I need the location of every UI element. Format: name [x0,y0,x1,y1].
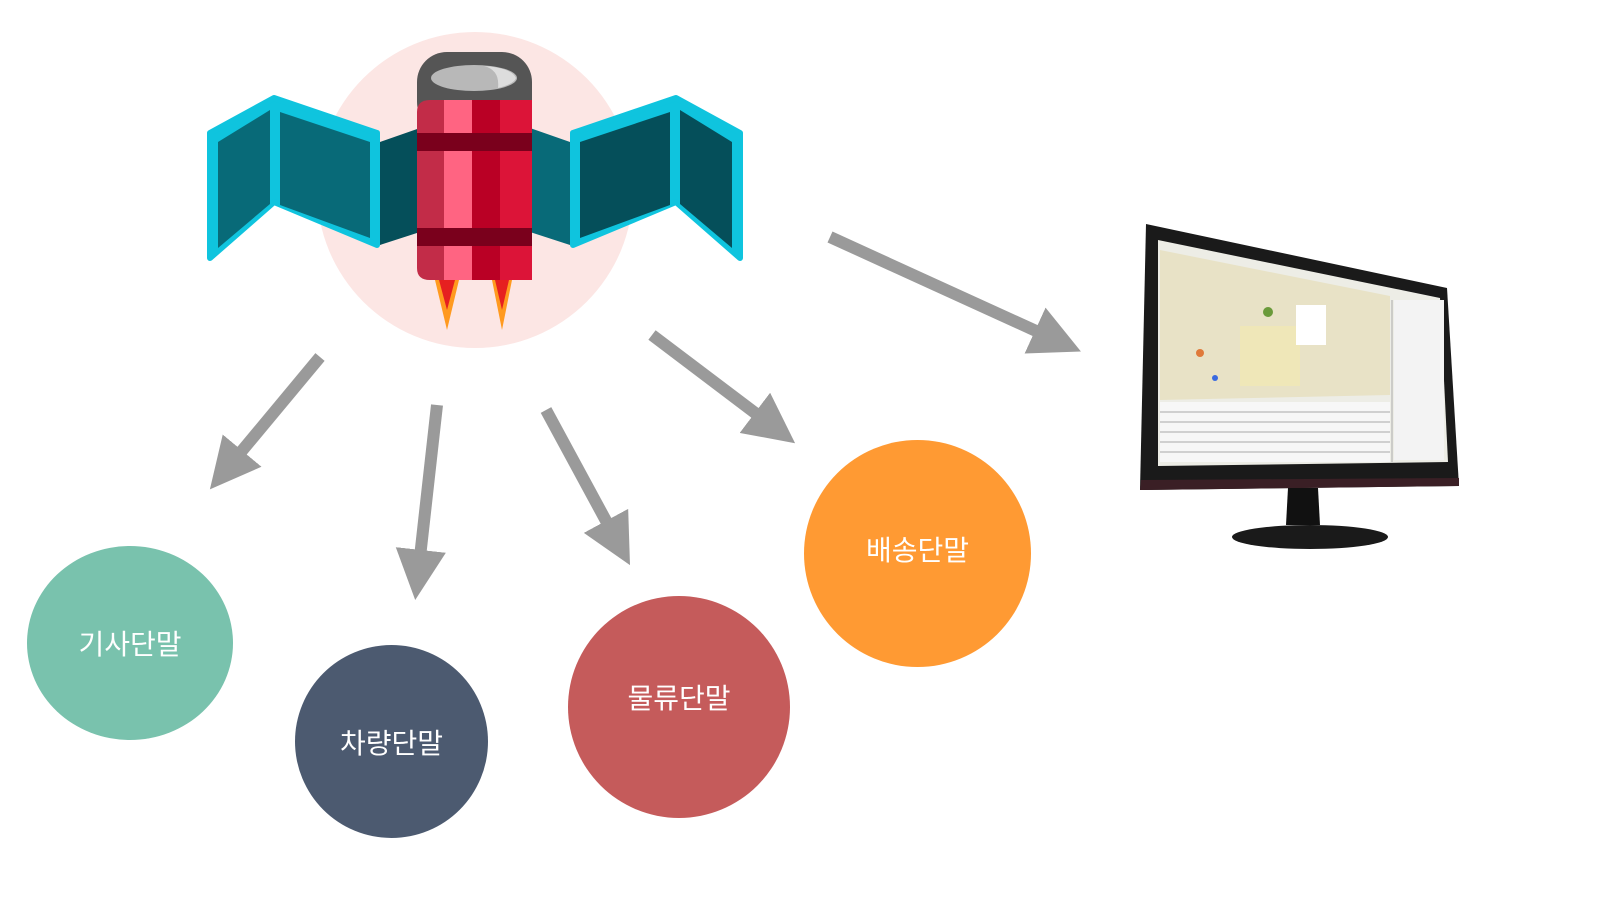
arrow-to-monitor [827,231,1081,354]
driver-terminal-node: 기사단말 [27,546,233,740]
logistics-terminal-node: 물류단말 [568,596,790,818]
delivery-terminal-label: 배송단말 [865,533,970,567]
monitor-icon [1140,224,1459,549]
left-solar-panel [207,95,420,261]
right-solar-panel [530,95,743,261]
satellite-icon [207,32,743,348]
vehicle-terminal-node: 차량단말 [295,645,488,838]
arrow-to-delivery-terminal [648,330,796,444]
delivery-terminal-node: 배송단말 [804,440,1031,667]
driver-terminal-label: 기사단말 [78,628,182,661]
vehicle-terminal-label: 차량단말 [339,726,444,760]
arrow-to-driver-terminal [209,353,325,490]
arrow-to-vehicle-terminal [395,404,446,601]
arrow-to-logistics-terminal [540,407,630,566]
logistics-terminal-label: 물류단말 [627,682,731,715]
